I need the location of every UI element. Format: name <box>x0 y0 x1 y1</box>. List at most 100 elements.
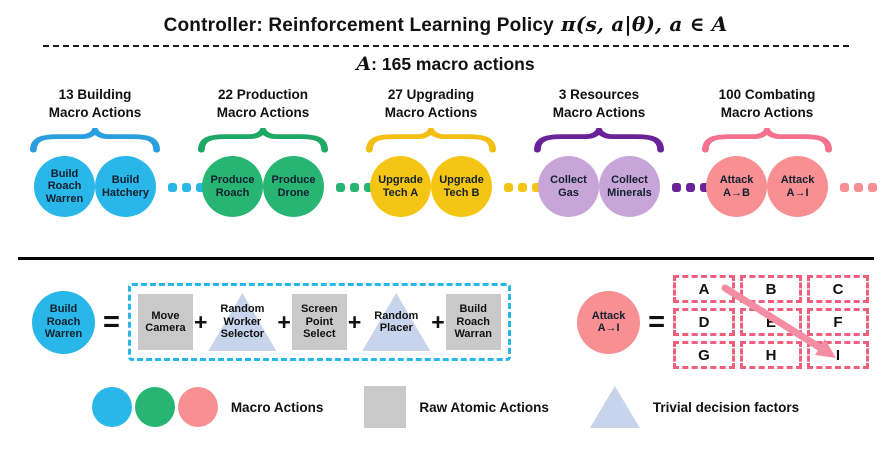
attack-target-grid: A B C D E F G H I <box>673 275 869 369</box>
ellipsis-dots <box>336 183 373 192</box>
dot <box>532 183 541 192</box>
brace-icon <box>702 128 832 153</box>
plus-sign: + <box>193 308 208 335</box>
action-set-subtitle: A: 165 macro actions <box>0 53 891 75</box>
dot <box>686 183 695 192</box>
grid-cell-b: B <box>740 275 802 303</box>
dot <box>868 183 877 192</box>
brace-icon <box>366 128 496 153</box>
legend-triangle-icon <box>589 386 640 428</box>
brace-icon <box>534 128 664 153</box>
dot <box>364 183 373 192</box>
grid-cell-h: H <box>740 341 802 369</box>
group-upgrading: 27 Upgrading Macro Actions Upgrade Tech … <box>366 86 541 217</box>
macro-circle-upgrade-tech-b: Upgrade Tech B <box>431 156 492 217</box>
grid-cell-f: F <box>807 308 869 336</box>
brace-icon <box>198 128 328 153</box>
group-combating-header: 100 Combating Macro Actions <box>719 86 816 122</box>
section-divider-solid <box>17 257 874 260</box>
title-math: π(s, a|θ), a ∈ <box>560 12 705 36</box>
group-count-label: 13 Building <box>58 87 132 102</box>
group-count-label: 27 Upgrading <box>387 87 475 102</box>
grid-cell-e: E <box>740 308 802 336</box>
legend-circle-pink <box>177 387 218 427</box>
macro-circle-build-hatchery: Build Hatchery <box>95 156 156 217</box>
group-resources: 3 Resources Macro Actions Collect Gas Co… <box>534 86 709 217</box>
macro-circle-collect-gas: Collect Gas <box>538 156 599 217</box>
macro-circle-collect-minerals: Collect Minerals <box>599 156 660 217</box>
legend-trivial-label: Trivial decision factors <box>652 399 800 415</box>
region-grid: A B C D E F G H I <box>673 275 869 369</box>
ellipsis-dots <box>504 183 541 192</box>
dot <box>350 183 359 192</box>
equals-sign: = <box>648 305 665 338</box>
atomic-action-screen-point-select: Screen Point Select <box>291 294 347 350</box>
group-building-circles: Build Roach Warren Build Hatchery <box>34 156 156 217</box>
group-resources-header: 3 Resources Macro Actions <box>553 86 646 122</box>
group-upgrading-header: 27 Upgrading Macro Actions <box>385 86 478 122</box>
dot <box>672 183 681 192</box>
group-type-label: Macro Actions <box>720 104 814 120</box>
triangle-label: Random Worker Selector <box>220 303 265 341</box>
macro-circle-build-roach-warren: Build Roach Warren <box>34 156 95 217</box>
plus-sign: + <box>347 308 362 335</box>
subtitle-text: : 165 macro actions <box>371 54 535 74</box>
atomic-action-move-camera: Move Camera <box>137 294 193 350</box>
group-upgrading-circles: Upgrade Tech A Upgrade Tech B <box>370 156 492 217</box>
grid-cell-g: G <box>673 341 735 369</box>
macro-circle-build-roach-warren-example: Build Roach Warren <box>32 290 95 354</box>
ellipsis-dots <box>168 183 205 192</box>
legend: Macro Actions Raw Atomic Actions Trivial… <box>0 386 891 428</box>
macro-circle-produce-roach: Produce Roach <box>202 156 263 217</box>
dot <box>168 183 177 192</box>
group-resources-circles: Collect Gas Collect Minerals <box>538 156 660 217</box>
dot <box>700 183 709 192</box>
group-count-label: 100 Combating <box>718 87 816 102</box>
decision-random-placer: Random Placer <box>362 293 431 351</box>
decomposition-row: Build Roach Warren = Move Camera + Rando… <box>0 275 891 369</box>
title-text: Controller: Reinforcement Learning Polic… <box>163 15 554 36</box>
dot <box>182 183 191 192</box>
ellipsis-dots <box>672 183 709 192</box>
macro-circle-attack-a-i: Attack A→I <box>767 156 828 217</box>
dot <box>196 183 205 192</box>
grid-cell-c: C <box>807 275 869 303</box>
group-combating-circles: Attack A→B Attack A→I <box>706 156 828 217</box>
group-combating: 100 Combating Macro Actions Attack A→B A… <box>702 86 877 217</box>
equals-sign: = <box>103 305 120 338</box>
attack-decomposition: Attack A→I = A B C D E F G H I <box>577 275 869 369</box>
triangle-label: Random Placer <box>374 309 419 334</box>
ellipsis-dots <box>840 183 877 192</box>
legend-atomic-label: Raw Atomic Actions <box>419 399 549 415</box>
group-production: 22 Production Macro Actions Produce Roac… <box>198 86 373 217</box>
group-count-label: 22 Production <box>217 87 308 102</box>
brace-icon <box>30 128 160 153</box>
group-building: 13 Building Macro Actions Build Roach Wa… <box>30 86 205 217</box>
atomic-steps-box: Move Camera + Random Worker Selector + S… <box>127 283 511 361</box>
build-decomposition: Build Roach Warren = Move Camera + Rando… <box>32 283 511 361</box>
macro-circle-produce-drone: Produce Drone <box>263 156 324 217</box>
macro-circle-attack-a-b: Attack A→B <box>706 156 767 217</box>
group-count-label: 3 Resources <box>558 87 640 102</box>
legend-macro-circles-icon <box>91 387 218 427</box>
group-production-header: 22 Production Macro Actions <box>217 86 310 122</box>
plus-sign: + <box>431 308 445 335</box>
macro-circle-attack-a-i-example: Attack A→I <box>577 290 641 354</box>
dot <box>518 183 527 192</box>
group-type-label: Macro Actions <box>48 104 142 120</box>
macro-circle-upgrade-tech-a: Upgrade Tech A <box>370 156 431 217</box>
legend-macro-label: Macro Actions <box>230 399 324 415</box>
dot <box>840 183 849 192</box>
dot <box>336 183 345 192</box>
grid-cell-a: A <box>673 275 735 303</box>
dot <box>504 183 513 192</box>
dot <box>854 183 863 192</box>
group-type-label: Macro Actions <box>384 104 478 120</box>
legend-circle-blue <box>91 387 132 427</box>
grid-cell-i: I <box>807 341 869 369</box>
group-type-label: Macro Actions <box>552 104 646 120</box>
group-production-circles: Produce Roach Produce Drone <box>202 156 324 217</box>
decision-random-worker-selector: Random Worker Selector <box>208 293 277 351</box>
plus-sign: + <box>277 308 291 335</box>
